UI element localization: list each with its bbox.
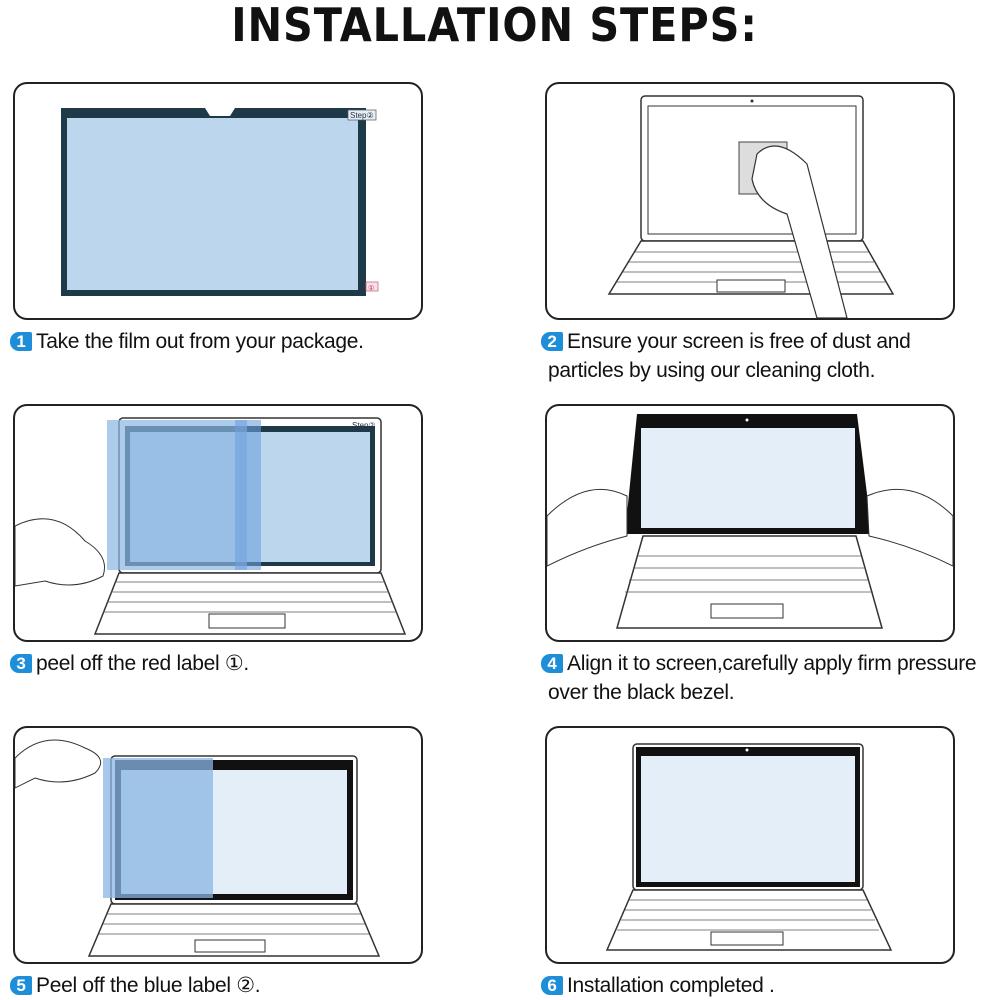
step-number-badge: 5 (10, 976, 32, 995)
step-number-badge: 1 (10, 332, 32, 351)
step-2-illustration (545, 82, 955, 320)
laptop-align-film-image (547, 414, 953, 629)
step-number-badge: 4 (541, 654, 563, 673)
step-4-illustration (545, 404, 955, 642)
page-title: INSTALLATION STEPS: (231, 0, 758, 52)
step-text: Installation completed . (567, 974, 775, 997)
step-text: Ensure your screen is free of dust and (567, 330, 911, 353)
laptop-completed-image (605, 743, 893, 951)
step-text: Align it to screen,carefully apply firm … (567, 652, 977, 675)
step-number-badge: 6 (541, 976, 563, 995)
step-3-illustration: Step② (13, 404, 423, 642)
step-label: Step② (350, 111, 374, 120)
step-number-badge: 3 (10, 654, 32, 673)
step-text: over the black bezel. (548, 681, 735, 704)
laptop-peel-red-label-image: Step② (15, 417, 407, 635)
step-1-illustration: Step② ① (13, 82, 423, 320)
step-text: particles by using our cleaning cloth. (548, 359, 876, 382)
red-label: ① (368, 284, 374, 292)
privacy-film-image: Step② ① (61, 108, 379, 296)
laptop-peel-blue-label-image (15, 739, 381, 957)
laptop-cleaning-image (607, 95, 895, 318)
step-number-badge: 2 (541, 332, 563, 351)
step-text: peel off the red label ①. (36, 652, 249, 675)
step-label: Step② (352, 421, 376, 430)
step-5-illustration (13, 726, 423, 964)
step-text: Peel off the blue label ②. (36, 974, 261, 997)
step-6-illustration (545, 726, 955, 964)
step-text: Take the film out from your package. (36, 330, 364, 353)
